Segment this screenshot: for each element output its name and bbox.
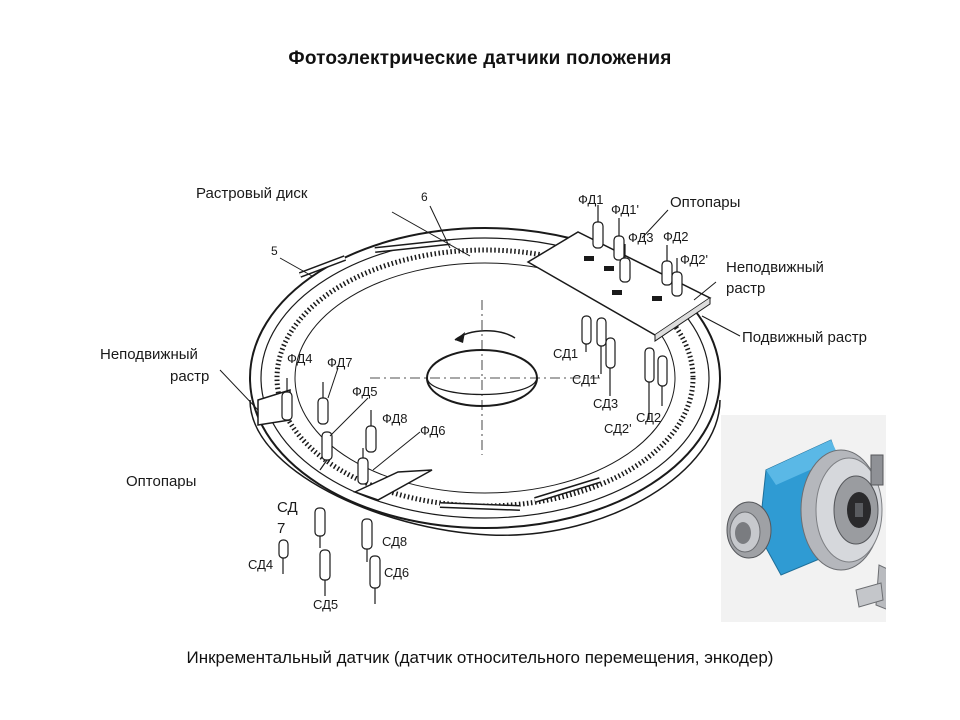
label-sd7-line1: СД — [277, 499, 298, 516]
label-fd2-prime: ФД2' — [680, 252, 708, 267]
label-fd1: ФД1 — [578, 192, 604, 207]
label-sd5: СД5 — [313, 597, 339, 612]
disk-slot — [534, 478, 601, 502]
fixed-raster-plate-top-edge — [654, 298, 711, 342]
label-optopairs-left: Оптопары — [126, 473, 197, 490]
label-fixed-raster-right-line1: Неподвижный — [726, 259, 824, 276]
photodiode-fd1p — [613, 218, 625, 261]
label-fd2: ФД2 — [663, 229, 689, 244]
photodiode-fd1 — [592, 205, 604, 249]
photodiode-fd8 — [365, 425, 377, 453]
photodiode-fd6 — [357, 457, 369, 485]
photodiode-fd7 — [317, 397, 329, 425]
photodiode-fd4 — [281, 391, 293, 421]
label-number-6: 6 — [421, 190, 428, 204]
label-sd8: СД8 — [382, 534, 408, 549]
disk-slot — [439, 503, 521, 510]
led-sd1 — [581, 315, 592, 345]
encoder-photo — [721, 415, 886, 622]
leader-fd6 — [372, 431, 421, 471]
led-sd8 — [361, 518, 373, 550]
led-sd6 — [369, 555, 381, 589]
label-sd7-line2: 7 — [277, 520, 286, 537]
label-fd5: ФД5 — [352, 384, 378, 399]
label-moving-raster: Подвижный растр — [742, 329, 867, 346]
led-sd3 — [605, 337, 616, 369]
label-number-5: 5 — [271, 244, 278, 258]
label-sd1-prime: СД1' — [572, 372, 600, 387]
encoder-illustration — [721, 415, 886, 622]
slide-title: Фотоэлектрические датчики положения — [288, 48, 672, 69]
label-sd6: СД6 — [384, 565, 410, 580]
disk-slot — [299, 256, 346, 277]
leader-5 — [279, 257, 313, 277]
disk-slot-ring — [294, 262, 676, 494]
led-sd7 — [314, 507, 326, 537]
leader-fixed-raster-right — [693, 281, 717, 301]
label-sd1: СД1 — [553, 346, 579, 361]
photodiode-fd2 — [661, 245, 673, 286]
label-fd1-prime: ФД1' — [611, 202, 639, 217]
led-sd5 — [319, 549, 331, 581]
fixed-raster-plate-left — [353, 469, 433, 501]
label-fixed-raster-right-line2: растр — [726, 280, 766, 297]
led-sd1p — [596, 317, 607, 347]
label-fixed-raster-left-line1: Неподвижный — [100, 346, 198, 363]
label-sd2: СД2 — [636, 410, 662, 425]
photodiode-fd2p — [671, 258, 683, 297]
led-sd4 — [278, 539, 289, 559]
leader-fixed-raster-left — [219, 369, 259, 411]
leader-raster-disk — [391, 211, 471, 257]
leader-fd5 — [329, 397, 369, 437]
leader-6 — [429, 205, 451, 249]
rotation-arrowhead — [455, 332, 465, 343]
disk-slot — [374, 240, 451, 252]
label-sd2-prime: СД2' — [604, 421, 632, 436]
label-sd4: СД4 — [248, 557, 274, 572]
figure-caption: Инкрементальный датчик (датчик относител… — [186, 648, 774, 667]
led-sd2 — [657, 355, 668, 387]
label-optopairs-top: Оптопары — [670, 194, 741, 211]
disk-rim-inner — [260, 237, 710, 519]
label-fd3: ФД3 — [628, 230, 654, 245]
disk-center-hole — [426, 349, 538, 407]
label-fd4: ФД4 — [287, 351, 313, 366]
leader-fd7 — [327, 367, 339, 399]
disk-scale-ring — [274, 247, 696, 509]
label-fd6: ФД6 — [420, 423, 446, 438]
photodiode-fd3 — [619, 244, 631, 283]
led-sd2p — [644, 347, 655, 383]
label-sd3: СД3 — [593, 396, 619, 411]
disk-edge — [249, 399, 721, 536]
leader-optopairs-top — [641, 209, 669, 239]
label-raster-disk: Растровый диск — [196, 185, 308, 202]
label-fixed-raster-left-line2: растр — [170, 368, 210, 385]
leader-moving-raster — [701, 315, 741, 337]
label-fd7: ФД7 — [327, 355, 353, 370]
label-fd8: ФД8 — [382, 411, 408, 426]
